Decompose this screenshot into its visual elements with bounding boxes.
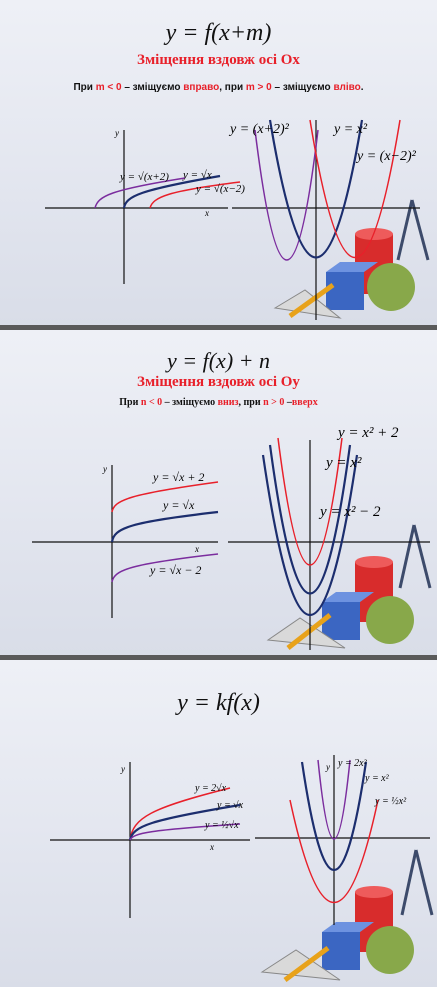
- geometry-decoration: [266, 524, 432, 650]
- parabola-x: [268, 119, 364, 259]
- label-sqrt-x: y = √x: [162, 498, 195, 512]
- label-x-squared-minus-2: y = x² − 2: [318, 504, 381, 520]
- rule-text: При n < 0 – зміщуємо вниз, при n > 0 –вв…: [119, 397, 318, 408]
- curve-half-sqrt-x: [129, 823, 241, 841]
- y-axis-label: y: [102, 464, 107, 474]
- label-half-sqrt-x: y = ½√x: [204, 820, 239, 831]
- parabola-half-x-squared: [289, 799, 379, 904]
- curve-sqrt-x-plus-2: [94, 177, 186, 209]
- parabola-shift-graph: y = (x+2)² y = x² y = (x−2)²: [228, 119, 420, 320]
- label-x-squared: y = x²: [332, 122, 368, 137]
- graphs: y x y = 2√x y = √x y = ½√x y y = 2x² y =…: [50, 755, 434, 983]
- label-x-squared: y = x²: [324, 455, 362, 471]
- parabola-x-squared-minus-2: [261, 454, 359, 617]
- parabola-x-minus-2: [309, 119, 401, 258]
- curve-sqrt-x: [128, 803, 241, 841]
- label-2-sqrt-x: y = 2√x: [194, 783, 227, 794]
- label-x-squared: y = x²: [364, 773, 390, 784]
- sqrt-shift-graph: y x y = √(x+2) y = √x y = √(x−2): [45, 128, 245, 284]
- rule-text: При m < 0 – зміщуємо вправо, при m > 0 –…: [73, 82, 364, 93]
- parabola-x-squared-plus-2: [277, 437, 343, 566]
- graphs: y x y = √x + 2 y = √x y = √x − 2 y = x² …: [32, 425, 432, 650]
- slide-title: y = kf(x): [177, 690, 260, 716]
- geometry-decoration: [260, 849, 434, 983]
- sqrt-vertical-graph: y x y = √x + 2 y = √x y = √x − 2: [32, 464, 219, 618]
- label-x-minus-2-squared: y = (x−2)²: [355, 149, 417, 164]
- y-axis-label: y: [120, 764, 125, 774]
- parabola-x-plus-2: [254, 129, 319, 261]
- slide-subtitle: Зміщення вздовж осі Ох: [137, 52, 300, 68]
- x-axis-label: x: [204, 208, 209, 218]
- curve-2-sqrt-x: [129, 787, 231, 841]
- label-sqrt-x: y = √x: [182, 169, 212, 181]
- graphs: y x y = √(x+2) y = √x y = √(x−2) y = (x+…: [45, 119, 430, 320]
- curve-sqrt-x-minus-2: [111, 553, 219, 583]
- label-sqrt-x-plus-2: y = √(x+2): [119, 171, 169, 183]
- label-sqrt-x: y = √x: [216, 800, 244, 811]
- parabola-x-squared: [300, 761, 368, 872]
- label-x-plus-2-squared: y = (x+2)²: [228, 122, 290, 137]
- label-x-squared-plus-2: y = x² + 2: [336, 425, 399, 441]
- parabola-2x-squared: [317, 759, 351, 840]
- label-half-x-squared: y = ½x²: [374, 796, 407, 807]
- curve-sqrt-x-plus-2: [111, 481, 219, 513]
- label-sqrt-x-plus-2: y = √x + 2: [152, 470, 204, 484]
- parabola-stretch-graph: y y = 2x² y = x² y = ½x²: [255, 755, 430, 925]
- label-2x-squared: y = 2x²: [337, 758, 368, 769]
- x-axis-label: x: [194, 544, 199, 554]
- label-sqrt-x-minus-2: y = √(x−2): [195, 183, 245, 195]
- curve-sqrt-x: [122, 174, 221, 209]
- slide-title: y = f(x+m): [165, 20, 272, 46]
- x-axis-label: x: [209, 842, 214, 852]
- slide-subtitle: Зміщення вздовж осі Оу: [137, 374, 300, 390]
- slide-title: y = f(x) + n: [167, 348, 270, 373]
- label-sqrt-x-minus-2: y = √x − 2: [149, 563, 201, 577]
- curve-sqrt-x-minus-2: [149, 181, 241, 209]
- slide-horizontal-shift: y = f(x+m) Зміщення вздовж осі Ох При m …: [0, 0, 437, 325]
- parabola-x-squared: [268, 444, 352, 595]
- parabola-vertical-graph: y = x² + 2 y = x² y = x² − 2: [228, 425, 430, 650]
- curve-sqrt-x: [110, 510, 219, 543]
- sqrt-stretch-graph: y x y = 2√x y = √x y = ½√x: [50, 762, 250, 918]
- y-axis-label: y: [114, 128, 119, 138]
- slide-vertical-stretch: y = kf(x) y x y = 2√x y = √x y = ½√x: [0, 660, 437, 987]
- slide-vertical-shift: y = f(x) + n Зміщення вздовж осі Оу При …: [0, 330, 437, 655]
- geometry-decoration: [273, 199, 430, 319]
- y-axis-label: y: [325, 762, 330, 772]
